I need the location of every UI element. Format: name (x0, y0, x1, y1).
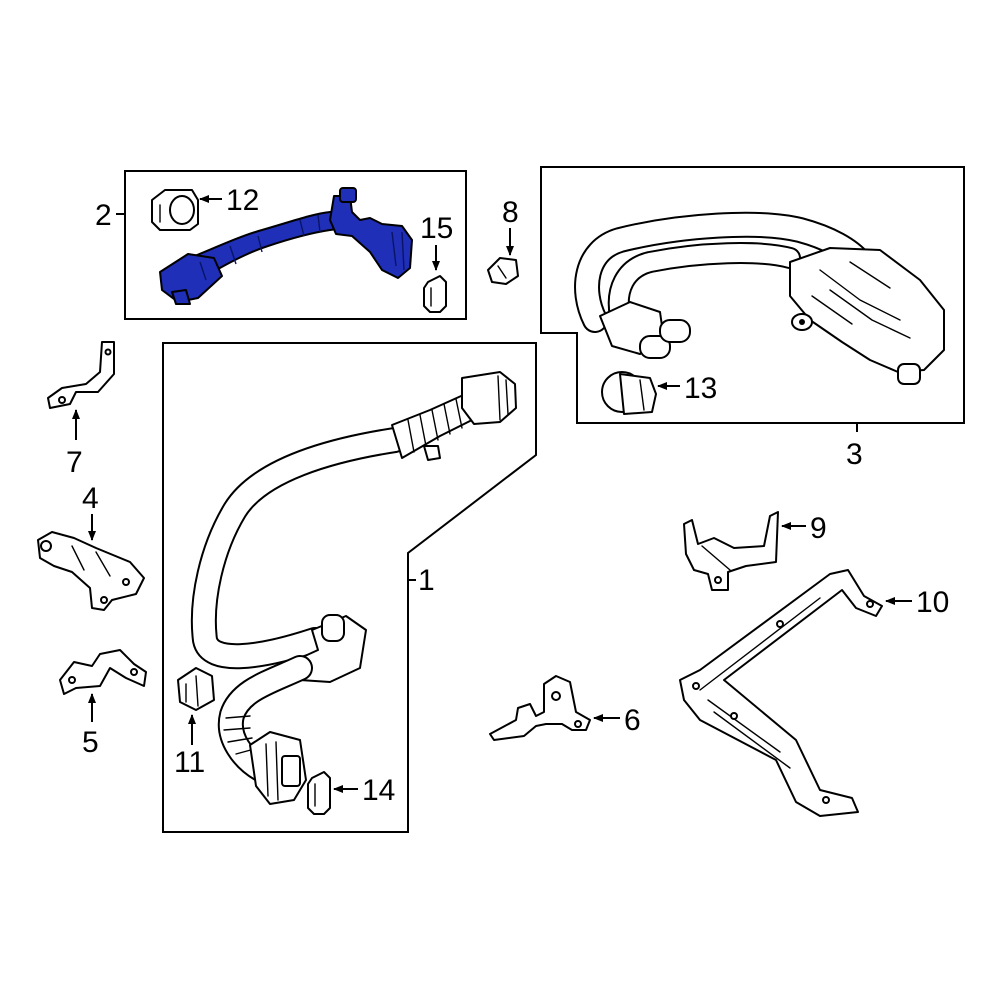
part-4-bracket[interactable] (37, 531, 145, 611)
box-3-frame (540, 166, 965, 424)
part-3-harness[interactable] (574, 211, 945, 385)
box-1-frame (162, 342, 537, 833)
callout-10: 10 (916, 586, 949, 619)
callout-3: 3 (846, 438, 863, 471)
part-8-clip[interactable] (487, 257, 519, 285)
callout-5: 5 (82, 726, 99, 759)
group-box-3 (540, 166, 965, 432)
box-2-frame (124, 170, 467, 320)
callout-11: 11 (174, 746, 205, 779)
part-11-grommet[interactable] (177, 667, 215, 711)
callout-1: 1 (418, 564, 435, 597)
callout-14: 14 (362, 774, 395, 807)
part-7-bracket[interactable] (47, 341, 115, 409)
callout-8: 8 (502, 196, 519, 229)
part-14-seal[interactable] (307, 771, 331, 815)
group-box-2 (116, 170, 467, 320)
callout-12: 12 (226, 184, 259, 217)
part-5-clamp[interactable] (59, 649, 147, 695)
part-6-bracket[interactable] (489, 675, 591, 741)
part-2-harness-highlighted[interactable] (159, 187, 413, 305)
part-1-harness[interactable] (190, 371, 517, 805)
part-15-seal[interactable] (423, 275, 447, 313)
callout-15: 15 (420, 212, 453, 245)
group-box-1 (162, 342, 537, 833)
callout-4: 4 (82, 482, 99, 515)
callout-13: 13 (684, 372, 717, 405)
callout-9: 9 (810, 512, 827, 545)
callout-7: 7 (66, 446, 83, 479)
part-9-bracket[interactable] (683, 511, 779, 591)
callout-2: 2 (95, 199, 112, 232)
part-12-grommet[interactable] (151, 189, 199, 231)
part-10-support[interactable] (679, 569, 883, 817)
part-13-grommet[interactable] (601, 371, 657, 415)
callout-6: 6 (624, 704, 641, 737)
